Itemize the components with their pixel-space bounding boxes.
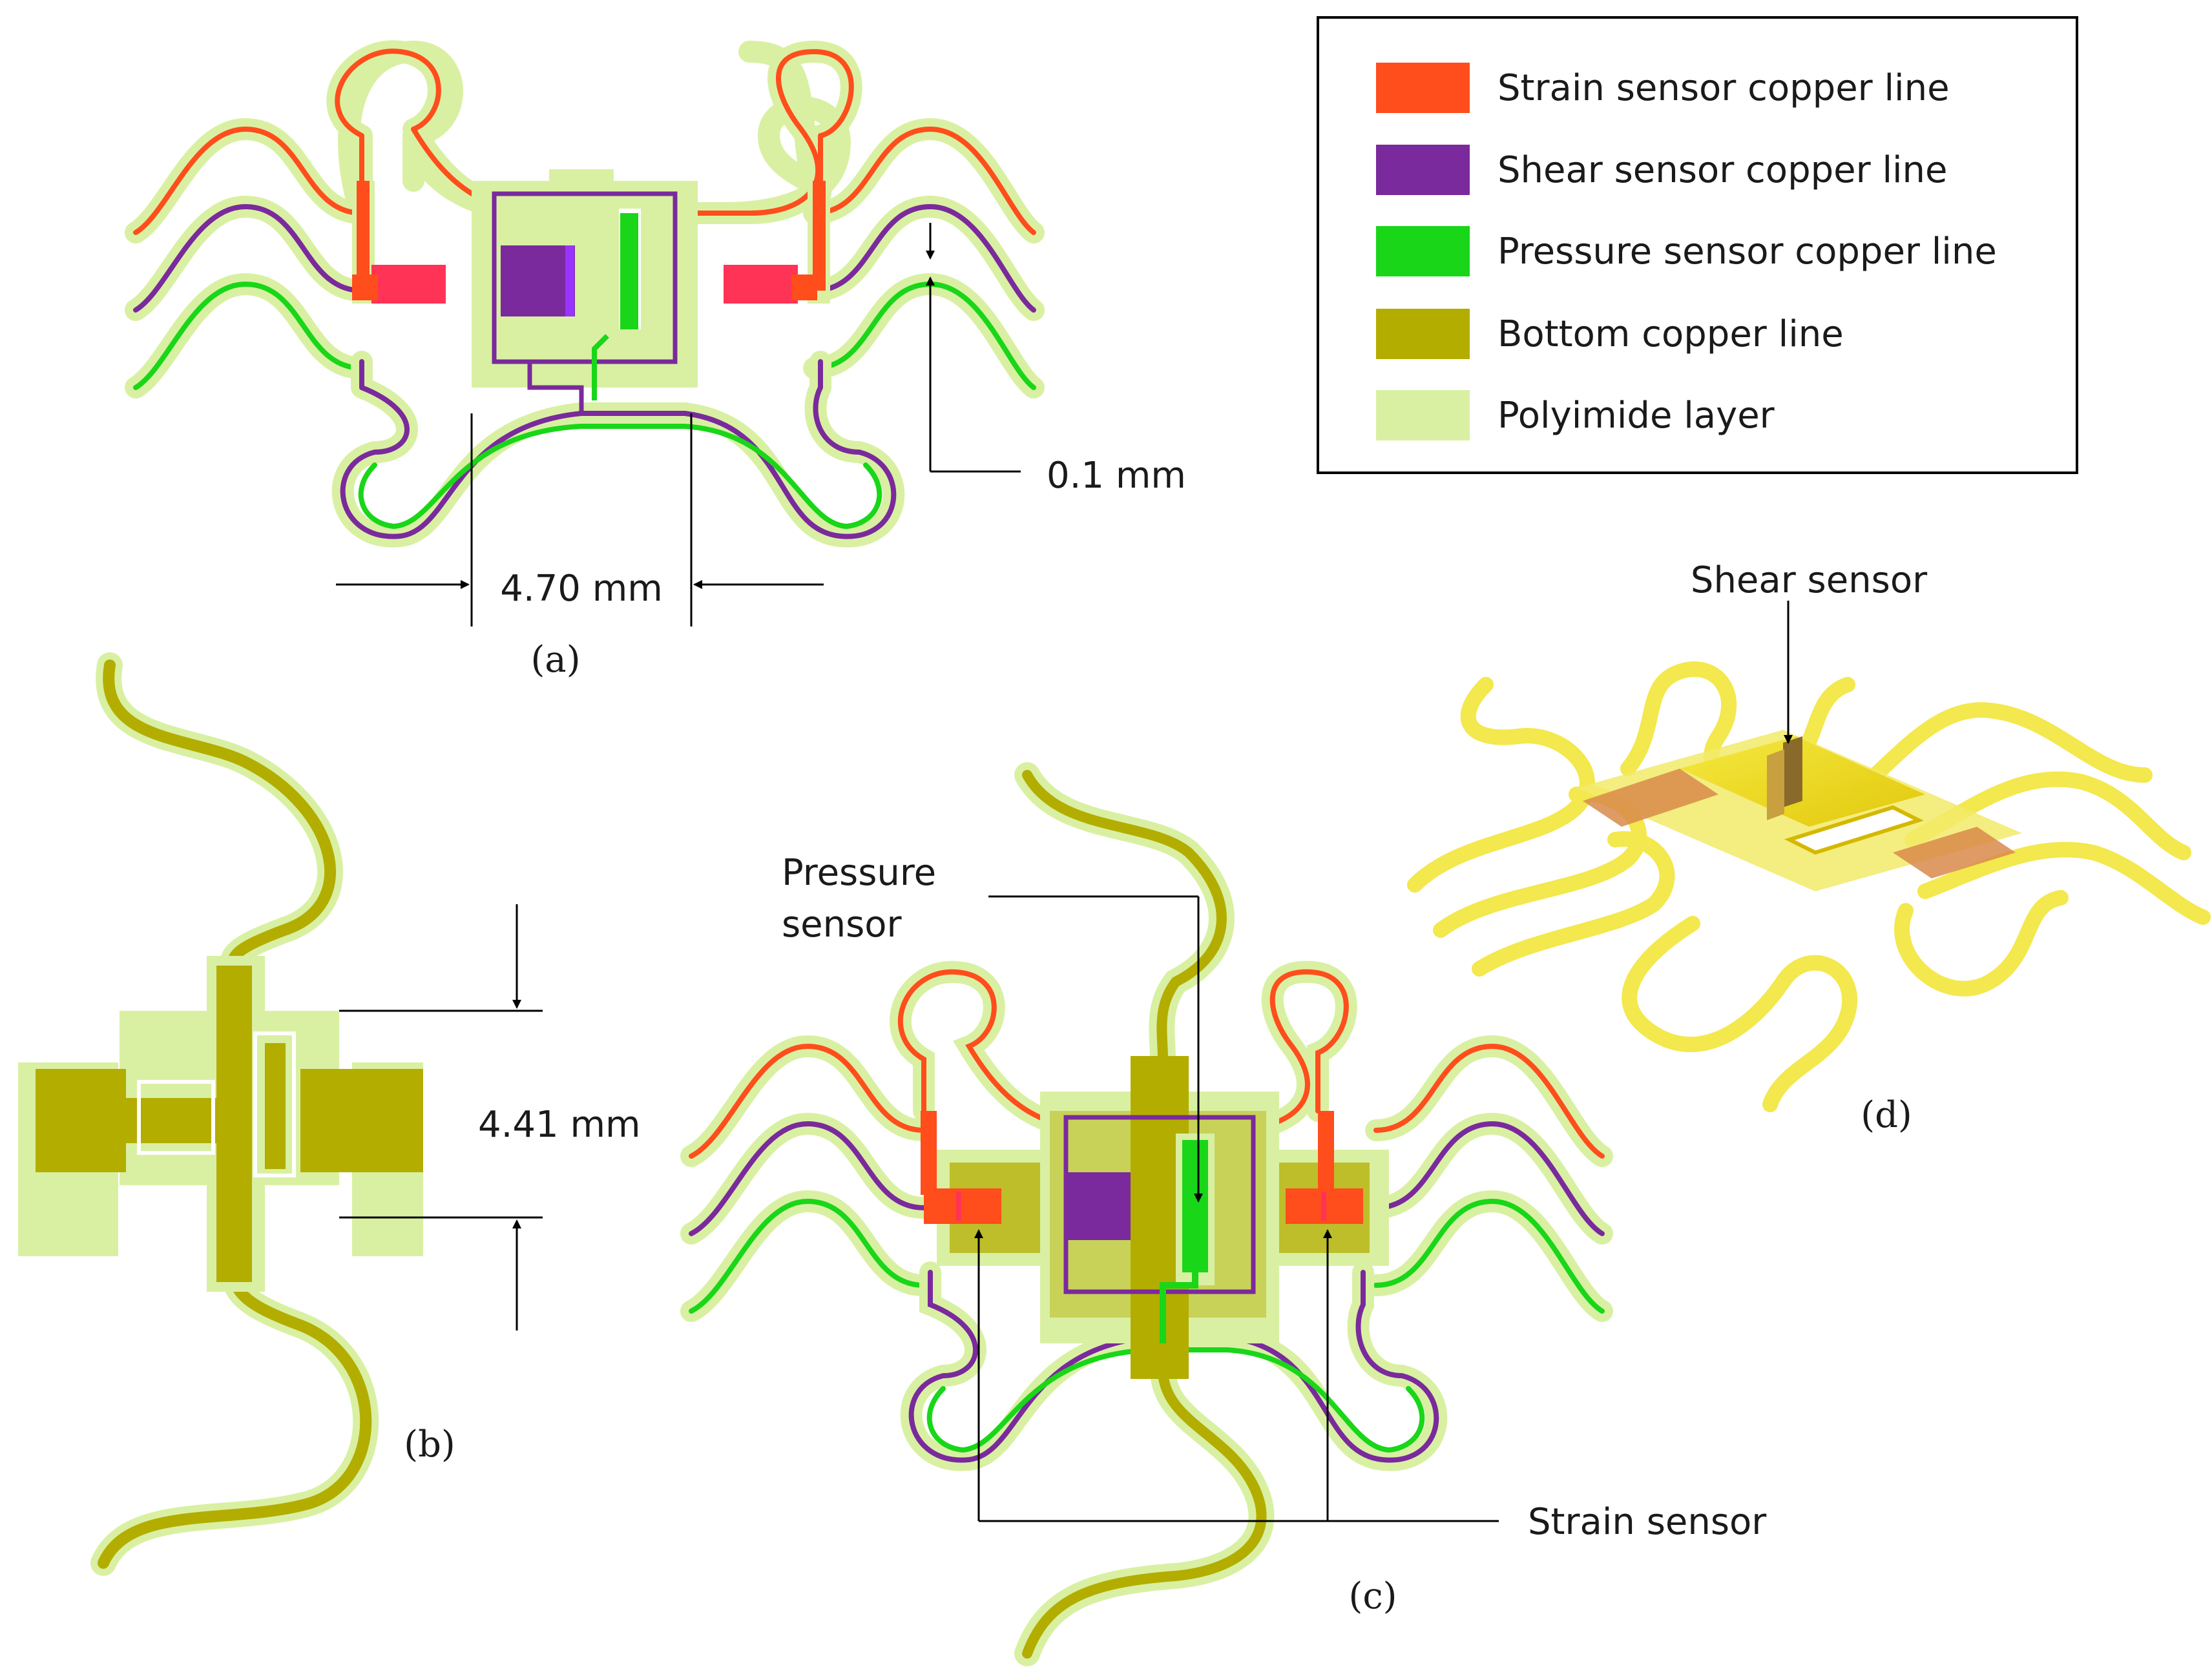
panel-b-copper bbox=[36, 966, 423, 1282]
shear-sensor-label: Shear sensor bbox=[1691, 559, 1928, 601]
legend-label-pressure: Pressure sensor copper line bbox=[1497, 231, 1997, 273]
panel-a-caption: (a) bbox=[530, 639, 580, 681]
panel-c-center-sensor bbox=[921, 1056, 1389, 1379]
legend-item-bottom: Bottom copper line bbox=[1376, 309, 1844, 359]
legend-item-shear: Shear sensor copper line bbox=[1376, 145, 1948, 195]
pressure-sensor-label-line1: Pressure bbox=[782, 852, 936, 894]
legend-label-polyimide: Polyimide layer bbox=[1497, 395, 1775, 437]
panel-c-caption: (c) bbox=[1348, 1575, 1397, 1617]
panel-a-dimensions: 4.70 mm 0.1 mm bbox=[336, 223, 1186, 626]
strain-sensor-label: Strain sensor bbox=[1528, 1501, 1767, 1543]
panel-a: 4.70 mm 0.1 mm (a) bbox=[125, 40, 1186, 681]
panel-b: 4.41 mm (b) bbox=[18, 652, 641, 1576]
gap-dimension-label: 0.1 mm bbox=[1047, 455, 1186, 497]
pressure-sensor-label-line2: sensor bbox=[782, 904, 903, 946]
legend: Strain sensor copper line Shear sensor c… bbox=[1317, 16, 2078, 474]
panel-d: Shear sensor (d) bbox=[1407, 559, 2211, 1136]
legend-swatch-bottom bbox=[1376, 309, 1470, 359]
legend-swatch-pressure bbox=[1376, 226, 1470, 276]
panel-b-caption: (b) bbox=[404, 1424, 455, 1465]
panel-b-white-gaps bbox=[137, 1031, 296, 1177]
panel-d-3d-render bbox=[1407, 661, 2211, 1112]
panel-b-interconnects bbox=[90, 652, 379, 1576]
panel-a-center-sensor bbox=[472, 169, 698, 413]
legend-item-pressure: Pressure sensor copper line bbox=[1376, 226, 1997, 276]
panel-c-callouts: Pressure sensor Strain sensor bbox=[782, 852, 1767, 1543]
panel-c: Pressure sensor Strain sensor (c) bbox=[680, 762, 1767, 1666]
legend-item-polyimide: Polyimide layer bbox=[1376, 390, 1775, 440]
legend-label-shear: Shear sensor copper line bbox=[1497, 149, 1948, 191]
width-dimension-label: 4.70 mm bbox=[500, 568, 663, 610]
panel-b-dimensions: 4.41 mm bbox=[339, 904, 641, 1330]
legend-swatch-polyimide bbox=[1376, 390, 1470, 440]
legend-swatch-strain bbox=[1376, 63, 1470, 113]
legend-swatch-shear bbox=[1376, 145, 1470, 195]
panel-d-caption: (d) bbox=[1861, 1094, 1912, 1136]
legend-label-strain: Strain sensor copper line bbox=[1497, 67, 1950, 109]
legend-label-bottom: Bottom copper line bbox=[1497, 313, 1844, 355]
height-dimension-label: 4.41 mm bbox=[478, 1104, 641, 1146]
legend-item-strain: Strain sensor copper line bbox=[1376, 63, 1950, 113]
panel-a-strain-elements bbox=[352, 181, 830, 304]
